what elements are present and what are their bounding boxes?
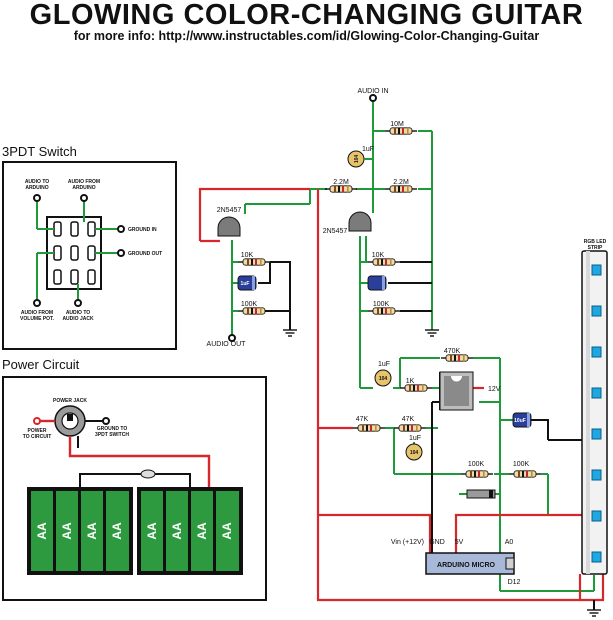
resistor-1k (399, 384, 433, 392)
resistor-470k (440, 354, 474, 362)
label-power-to-circuit: POWER (28, 428, 47, 434)
battery-aa-4: AA (110, 522, 124, 540)
label-r-100k-a: 100K (468, 461, 485, 468)
label-d12: D12 (508, 579, 521, 586)
resistor-10k-left (237, 258, 271, 266)
resistor-2-2m-right (384, 185, 418, 193)
ground-symbol-2 (424, 329, 440, 337)
led-4 (591, 387, 602, 399)
label-r-100k-left: 100K (241, 301, 258, 308)
label-r-100k-right: 100K (373, 301, 390, 308)
label-r-47k-b: 47K (402, 416, 415, 423)
resistor-47k-a (352, 424, 386, 432)
label-c-104-low: 104 (410, 450, 419, 456)
label-ground-out: GROUND OUT (128, 251, 162, 257)
diagram-subtitle: for more info: http://www.instructables.… (73, 29, 540, 43)
label-audio-to-arduino: AUDIO TO (25, 179, 49, 185)
label-12v: 12V (488, 386, 501, 393)
label-ground-in: GROUND IN (128, 227, 157, 233)
jfet-q1 (217, 216, 241, 237)
resistor-10k-right (367, 258, 401, 266)
label-audio-from-arduino-2: ARDUINO (72, 185, 95, 191)
label-r-100k-b: 100K (513, 461, 530, 468)
label-audio-from-volume-2: VOLUME POT. (20, 316, 55, 322)
battery-aa-6: AA (170, 522, 184, 540)
label-5v: 5V (455, 539, 464, 546)
label-power-to-circuit-2: TO CIRCUIT (23, 434, 52, 440)
led-8 (591, 551, 602, 563)
label-q2: 2N5457 (323, 228, 348, 235)
label-ground-to-switch-2: 3PDT SWITCH (95, 432, 129, 438)
resistor-10m (384, 127, 418, 135)
battery-aa-5: AA (145, 522, 159, 540)
led-5 (591, 428, 602, 440)
label-power-jack: POWER JACK (53, 398, 87, 404)
diagram-title: GLOWING COLOR-CHANGING GUITAR (29, 0, 584, 31)
label-r-10k-left: 10K (241, 252, 254, 259)
label-c-104-top: 104 (354, 155, 360, 164)
battery-aa-1: AA (35, 522, 49, 540)
label-audio-to-arduino-2: ARDUINO (25, 185, 48, 191)
battery-aa-8: AA (220, 522, 234, 540)
label-r-10m: 10M (390, 121, 404, 128)
label-c-10uf: 10uF (514, 418, 526, 424)
label-led-strip: RGB LED (584, 239, 607, 245)
power-panel-title: Power Circuit (2, 357, 80, 372)
resistor-100k-right (367, 307, 401, 315)
label-gnd: GND (429, 539, 445, 546)
label-c-1uf-low: 1uF (409, 435, 421, 442)
label-led-strip-2: STRIP (588, 245, 603, 251)
battery-pack-right (137, 487, 243, 575)
label-r-10k-right: 10K (372, 252, 385, 259)
resistor-100k-a (460, 470, 494, 478)
battery-aa-2: AA (60, 522, 74, 540)
resistor-100k-left (237, 307, 271, 315)
main-circuit: AUDIO IN AUDIO OUT 10M 2.2M 2.2M 10K 100… (198, 88, 608, 617)
battery-aa-7: AA (195, 522, 209, 540)
label-audio-from-volume: AUDIO FROM (21, 310, 53, 316)
label-audio-from-arduino: AUDIO FROM (68, 179, 100, 185)
switch-panel: 3PDT Switch AUDIO TO ARDUINO AUDIO FROM … (2, 144, 177, 350)
label-c-1uf-mid: 1uF (378, 361, 390, 368)
diode (466, 489, 496, 499)
label-a0: A0 (505, 539, 514, 546)
resistor-100k-b (508, 470, 542, 478)
label-r-47k-a: 47K (356, 416, 369, 423)
label-c-104-mid: 104 (379, 376, 388, 382)
arduino-micro: ARDUINO MICRO (425, 552, 515, 575)
label-r-1k: 1K (406, 378, 415, 385)
led-2 (591, 305, 602, 317)
resistor-47k-b (393, 424, 427, 432)
label-ground-to-switch: GROUND TO (97, 426, 128, 432)
label-r-470k: 470K (444, 348, 461, 355)
switch-panel-title: 3PDT Switch (2, 144, 77, 159)
led-1 (591, 264, 602, 276)
label-audio-to-jack-2: AUDIO JACK (62, 316, 94, 322)
led-3 (591, 346, 602, 358)
ground-symbol-3 (586, 609, 602, 617)
label-audio-in: AUDIO IN (357, 88, 388, 95)
jfet-q2 (348, 211, 372, 232)
label-r-2-2m-right: 2.2M (393, 179, 409, 186)
label-vin: Vin (+12V) (391, 539, 424, 546)
label-arduino-micro: ARDUINO MICRO (437, 562, 495, 569)
battery-pack-left (27, 487, 133, 575)
power-panel: Power Circuit POWER JACK POWER TO CIRCUI… (2, 357, 267, 601)
label-q1: 2N5457 (217, 207, 242, 214)
label-r-2-2m-left: 2.2M (333, 179, 349, 186)
battery-aa-3: AA (85, 522, 99, 540)
label-c-1uf-elec-left: 1uF (241, 281, 250, 287)
ground-symbol-1 (282, 329, 298, 337)
capacitor-electrolytic-right (367, 275, 387, 291)
led-7 (591, 510, 602, 522)
label-audio-to-jack: AUDIO TO (66, 310, 90, 316)
led-6 (591, 469, 602, 481)
label-c-1uf-top: 1uF (362, 146, 374, 153)
label-audio-out: AUDIO OUT (207, 341, 247, 348)
resistor-2-2m-left (324, 185, 358, 193)
rgb-led-strip: RGB LED STRIP (581, 239, 608, 575)
